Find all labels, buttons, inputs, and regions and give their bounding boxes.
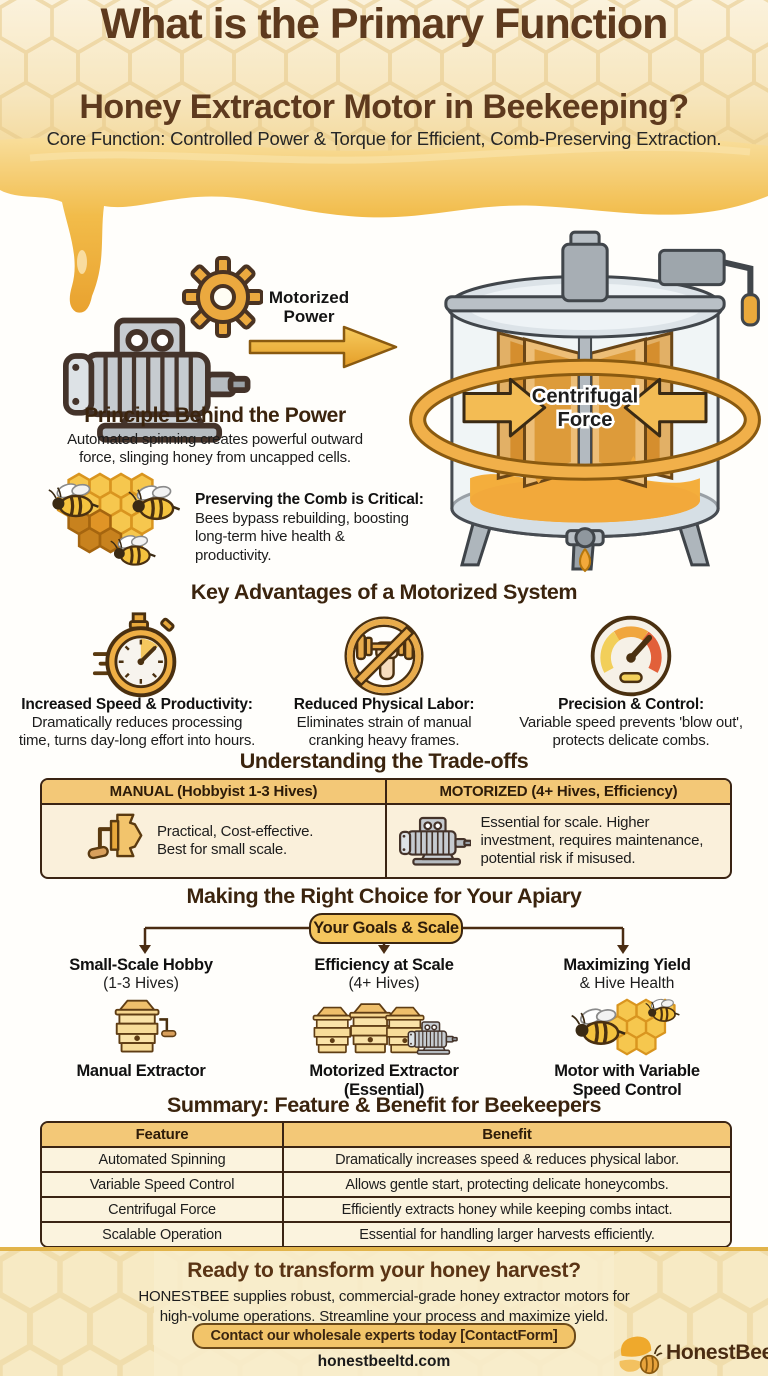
gauge-icon	[590, 615, 672, 697]
branch-title: Efficiency at Scale	[314, 956, 454, 974]
page-subtitle: Core Function: Controlled Power & Torque…	[46, 128, 722, 149]
summary-col-benefit: Benefit	[282, 1123, 730, 1146]
motor-icon	[398, 816, 471, 866]
table-row: Scalable Operation Essential for handlin…	[42, 1221, 730, 1246]
page-title-line2: Honey Extractor Motor in Beekeeping?	[79, 88, 689, 126]
arrow-right-icon	[248, 325, 398, 369]
choice-root-box: Your Goals & Scale	[309, 913, 463, 944]
principle-body: Automated spinning creates powerful outw…	[67, 431, 363, 467]
branch-title: Small-Scale Hobby	[69, 956, 213, 974]
benefit-cell: Allows gentle start, protecting delicate…	[282, 1173, 730, 1196]
benefit-cell: Essential for handling larger harvests e…	[282, 1223, 730, 1246]
honestbee-logo-bee-icon	[619, 1336, 663, 1375]
bee-honeycomb-icon	[569, 998, 681, 1056]
choice-heading: Making the Right Choice for Your Apiary	[186, 884, 582, 908]
tradeoffs-table: MANUAL (Hobbyist 1-3 Hives) MOTORIZED (4…	[40, 778, 732, 879]
advantage-labor: Reduced Physical Labor: Eliminates strai…	[262, 610, 506, 751]
principle-heading: Principle Behind the Power	[84, 404, 346, 427]
footer-url-link[interactable]: honestbeeltd.com	[317, 1353, 451, 1370]
honeycomb-bees-icon	[48, 472, 182, 567]
branch-title: Maximizing Yield	[563, 956, 691, 974]
advantage-title: Reduced Physical Labor:	[293, 696, 475, 713]
feature-cell: Variable Speed Control	[89, 1176, 235, 1193]
tradeoffs-manual-body: Practical, Cost-effective. Best for smal…	[157, 822, 314, 858]
tradeoffs-col-motorized-header: MOTORIZED (4+ Hives, Efficiency)	[385, 780, 730, 803]
benefit-cell: Dramatically increases speed & reduces p…	[282, 1148, 730, 1171]
stopwatch-icon	[92, 612, 177, 698]
beehive-crank-icon	[114, 1000, 177, 1053]
header-honey-background	[0, 0, 768, 313]
branch-subtitle: & Hive Health	[579, 975, 675, 993]
branch-small-scale: Small-Scale Hobby (1-3 Hives) Manual Ext…	[20, 956, 262, 1100]
table-row: Automated Spinning Dramatically increase…	[42, 1146, 730, 1171]
footer-heading: Ready to transform your honey harvest?	[187, 1259, 581, 1282]
table-row: Centrifugal Force Efficiently extracts h…	[42, 1196, 730, 1221]
advantage-speed: Increased Speed & Productivity: Dramatic…	[15, 610, 259, 751]
footer-body: HONESTBEE supplies robust, commercial-gr…	[138, 1288, 630, 1325]
no-dumbbell-icon	[344, 616, 424, 696]
footer-honeycomb-pattern	[0, 1251, 768, 1376]
tradeoffs-heading: Understanding the Trade-offs	[239, 749, 529, 773]
summary-col-feature: Feature	[42, 1123, 282, 1146]
feature-cell: Centrifugal Force	[108, 1201, 216, 1218]
benefit-cell: Efficiently extracts honey while keeping…	[282, 1198, 730, 1221]
comb-critical-body: Bees bypass rebuilding, boosting long-te…	[195, 510, 409, 564]
feature-cell: Automated Spinning	[98, 1151, 226, 1168]
beehives-motor-icon	[312, 1003, 458, 1056]
page-title-line1: What is the Primary Function	[100, 0, 669, 48]
footer: Ready to transform your honey harvest? H…	[0, 1247, 768, 1376]
branch-yield: Maximizing Yield & Hive Health Motor wit…	[506, 956, 748, 1100]
summary-table: Feature Benefit Automated Spinning Drama…	[40, 1121, 732, 1248]
advantage-body: Dramatically reduces processing time, tu…	[18, 714, 256, 750]
honey-extractor-icon: Centrifugal Force	[409, 230, 761, 573]
feature-cell: Scalable Operation	[102, 1226, 222, 1243]
comb-critical-title: Preserving the Comb is Critical:	[195, 491, 424, 508]
hand-crank-icon	[85, 812, 144, 861]
branch-result: Manual Extractor	[76, 1062, 206, 1081]
table-row: Variable Speed Control Allows gentle sta…	[42, 1171, 730, 1196]
advantage-title: Precision & Control:	[558, 696, 704, 713]
contact-wholesale-button[interactable]: Contact our wholesale experts today [Con…	[192, 1323, 576, 1349]
centrifugal-force-label-line2: Force	[558, 409, 613, 431]
advantages-heading: Key Advantages of a Motorized System	[190, 580, 578, 604]
advantage-body: Variable speed prevents 'blow out', prot…	[519, 714, 743, 750]
brand-name: HonestBee	[666, 1341, 768, 1364]
branch-result: Motor with Variable Speed Control	[554, 1062, 700, 1100]
branch-efficiency: Efficiency at Scale (4+ Hives) Motorized…	[263, 956, 505, 1100]
branch-subtitle: (1-3 Hives)	[103, 975, 179, 993]
branch-result: Motorized Extractor (Essential)	[309, 1062, 459, 1100]
centrifugal-force-label-line1: Centrifugal	[532, 386, 638, 408]
motorized-power-label: Motorized Power	[268, 288, 350, 327]
branch-subtitle: (4+ Hives)	[348, 975, 420, 993]
tradeoffs-motorized-body: Essential for scale. Higher investment, …	[480, 813, 704, 868]
tradeoffs-col-manual-header: MANUAL (Hobbyist 1-3 Hives)	[42, 780, 385, 803]
advantage-title: Increased Speed & Productivity:	[21, 696, 253, 713]
advantage-body: Eliminates strain of manual cranking hea…	[296, 714, 472, 750]
summary-heading: Summary: Feature & Benefit for Beekeeper…	[166, 1093, 602, 1117]
advantage-precision: Precision & Control: Variable speed prev…	[509, 610, 753, 751]
